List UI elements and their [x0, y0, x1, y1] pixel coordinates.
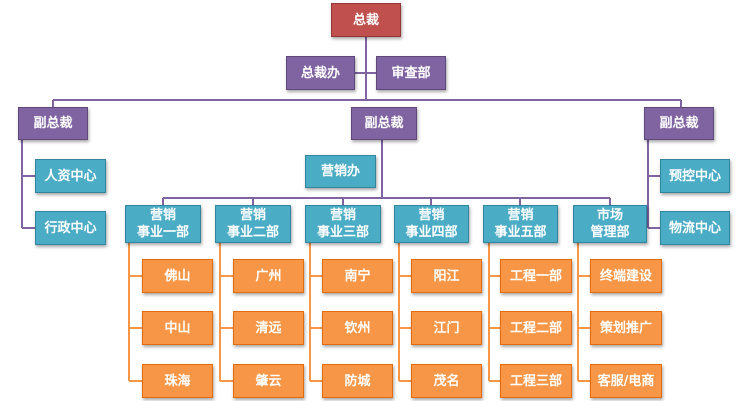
- division-box: 营销 事业五部: [483, 205, 558, 243]
- division-box: 营销 事业二部: [215, 205, 291, 243]
- unit-box: 终端建设: [590, 259, 662, 293]
- unit-box: 南宁: [322, 259, 393, 293]
- market-mgmt-box: 市场 管理部: [573, 205, 647, 243]
- unit-box: 客服/电商: [590, 364, 662, 398]
- division-box: 营销 事业四部: [394, 205, 469, 243]
- vp-left-box: 副总裁: [18, 107, 88, 140]
- logistics-center-box: 物流中心: [660, 211, 730, 245]
- admin-center-box: 行政中心: [35, 211, 106, 245]
- unit-box: 珠海: [142, 364, 213, 398]
- unit-box: 江门: [411, 311, 482, 345]
- unit-box: 工程二部: [500, 311, 572, 345]
- vp-center-box: 副总裁: [351, 107, 417, 140]
- risk-control-center-box: 预控中心: [660, 159, 730, 193]
- marketing-office-box: 营销办: [305, 155, 376, 188]
- division-box: 营销 事业三部: [305, 205, 381, 243]
- unit-box: 阳江: [411, 259, 482, 293]
- ceo-box: 总裁: [331, 3, 401, 37]
- ceo-office-box: 总裁办: [286, 56, 355, 90]
- unit-box: 广州: [233, 259, 304, 293]
- unit-box: 防城: [322, 364, 393, 398]
- unit-box: 肇云: [233, 364, 304, 398]
- division-box: 营销 事业一部: [125, 205, 201, 243]
- unit-box: 清远: [233, 311, 304, 345]
- vp-right-box: 副总裁: [644, 107, 714, 140]
- unit-box: 茂名: [411, 364, 482, 398]
- audit-dept-box: 审查部: [376, 56, 446, 90]
- unit-box: 中山: [142, 311, 213, 345]
- unit-box: 工程一部: [500, 259, 572, 293]
- hr-center-box: 人资中心: [35, 159, 106, 193]
- unit-box: 工程三部: [500, 364, 572, 398]
- unit-box: 策划推广: [590, 311, 662, 345]
- unit-box: 钦州: [322, 311, 393, 345]
- unit-box: 佛山: [142, 259, 213, 293]
